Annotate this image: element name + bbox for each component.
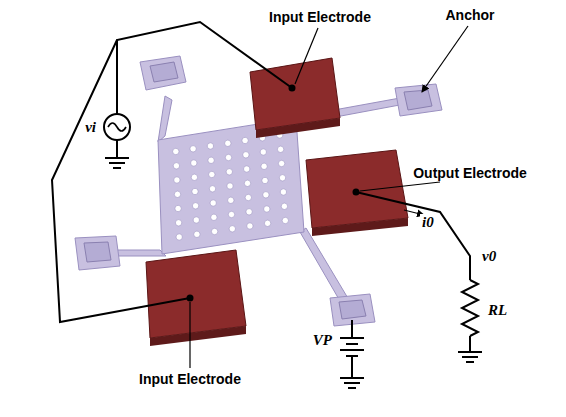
release-hole <box>173 163 179 169</box>
contact-dots <box>187 85 360 302</box>
input-electrode <box>250 58 340 138</box>
signal-label: i0 <box>420 214 436 231</box>
release-hole <box>260 149 266 155</box>
release-hole <box>227 183 233 189</box>
release-hole <box>174 177 180 183</box>
release-hole <box>190 146 196 152</box>
release-hole <box>192 188 198 194</box>
release-hole <box>247 223 253 229</box>
part-label: Anchor <box>444 8 497 23</box>
signal-label: RL <box>486 302 509 319</box>
release-hole <box>246 209 252 215</box>
release-hole <box>264 206 270 212</box>
release-hole <box>226 169 232 175</box>
release-hole <box>211 214 217 220</box>
output-wiring <box>356 192 482 362</box>
input-electrode <box>146 250 246 346</box>
release-hole <box>229 226 235 232</box>
ac-source-wave <box>108 123 126 131</box>
release-hole <box>243 152 249 158</box>
release-hole <box>194 231 200 237</box>
input-wiring <box>52 22 292 322</box>
release-hole <box>191 160 197 166</box>
release-hole <box>279 175 285 181</box>
release-hole <box>193 217 199 223</box>
release-hole <box>278 160 284 166</box>
release-hole <box>210 200 216 206</box>
release-hole <box>282 217 288 223</box>
release-hole <box>175 220 181 226</box>
resonator-plate <box>158 118 304 254</box>
signal-label: v0 <box>480 248 498 265</box>
part-label: Input Electrode <box>267 10 373 25</box>
release-hole <box>264 220 270 226</box>
release-hole <box>244 166 250 172</box>
release-hole <box>244 180 250 186</box>
release-hole <box>192 203 198 209</box>
release-hole <box>225 140 231 146</box>
release-hole <box>228 211 234 217</box>
release-hole <box>174 191 180 197</box>
release-hole <box>242 137 248 143</box>
release-hole <box>176 234 182 240</box>
leader-lines <box>190 26 468 368</box>
release-hole <box>263 192 269 198</box>
release-hole <box>209 171 215 177</box>
release-hole <box>225 154 231 160</box>
release-hole <box>209 186 215 192</box>
release-hole <box>191 174 197 180</box>
anchor-pads <box>75 56 442 326</box>
part-label: Input Electrode <box>137 372 243 387</box>
release-hole <box>211 228 217 234</box>
signal-label: VP <box>311 332 334 349</box>
release-hole <box>280 189 286 195</box>
release-hole <box>228 197 234 203</box>
release-hole <box>261 163 267 169</box>
release-hole <box>175 205 181 211</box>
ac-source-symbol <box>104 114 130 140</box>
release-hole <box>245 194 251 200</box>
release-hole <box>262 177 268 183</box>
release-hole <box>207 143 213 149</box>
part-label: Output Electrode <box>411 166 529 181</box>
release-hole <box>173 148 179 154</box>
bias-source-symbol <box>340 320 364 388</box>
release-hole <box>208 157 214 163</box>
release-holes <box>173 132 289 240</box>
release-hole <box>277 146 283 152</box>
signal-label: vi <box>83 119 98 136</box>
release-hole <box>281 203 287 209</box>
